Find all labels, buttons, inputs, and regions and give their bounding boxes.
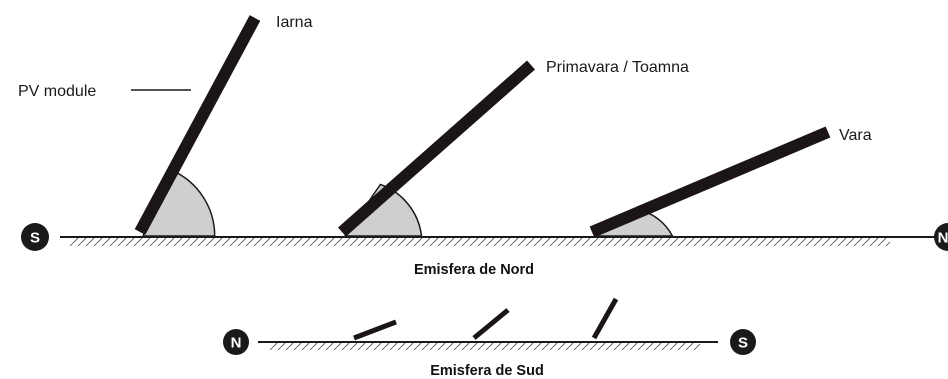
- small-panel-summer: [353, 319, 397, 341]
- winter-label: Iarna: [276, 14, 313, 31]
- south-left-marker-label: N: [231, 335, 242, 352]
- north-left-marker-label: S: [30, 230, 40, 247]
- north-right-marker-n: N: [934, 223, 948, 251]
- north-ground: [60, 236, 940, 246]
- south-ground: [258, 341, 718, 350]
- pv-panel-winter: [134, 15, 261, 235]
- pv-module-label: PV module: [18, 83, 96, 100]
- pv-panel-summer: [589, 126, 831, 238]
- south-right-marker-label: S: [738, 335, 748, 352]
- south-hemisphere-caption: Emisfera de Sud: [430, 363, 544, 379]
- north-hemisphere-caption: Emisfera de Nord: [414, 262, 534, 278]
- small-panel-winter: [591, 297, 619, 340]
- south-right-marker-s: S: [730, 329, 756, 355]
- north-right-marker-label: N: [938, 230, 948, 247]
- spring-autumn-label: Primavara / Toamna: [546, 59, 689, 76]
- angle-wedge-spring-autumn: [343, 183, 423, 237]
- south-left-marker-n: N: [223, 329, 249, 355]
- summer-label: Vara: [839, 127, 872, 144]
- pv-panel-spring-autumn: [338, 60, 535, 237]
- small-panel-spring-autumn: [472, 308, 510, 340]
- north-left-marker-s: S: [21, 223, 49, 251]
